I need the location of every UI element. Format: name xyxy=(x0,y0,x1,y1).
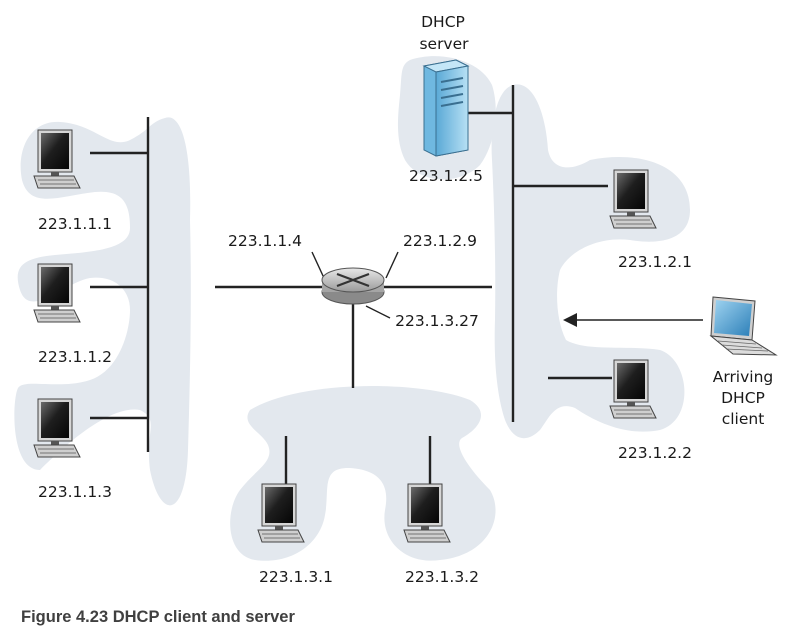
router-interface-1-label: 223.1.1.4 xyxy=(228,232,302,250)
server-label-line2: server xyxy=(419,35,469,53)
host-ip-label: 223.1.1.1 xyxy=(38,215,112,233)
host-ip-label: 223.1.2.1 xyxy=(618,253,692,271)
client-label-line2: DHCP xyxy=(721,389,765,407)
figure-caption: Figure 4.23 DHCP client and server xyxy=(21,608,295,626)
client-label-line3: client xyxy=(722,410,765,428)
server-ip-label: 223.1.2.5 xyxy=(409,167,483,185)
router-icon xyxy=(321,267,385,305)
dhcp-server-icon xyxy=(422,59,470,157)
router-interface-2-label: 223.1.2.9 xyxy=(403,232,477,250)
router-interface-3-label: 223.1.3.27 xyxy=(395,312,479,330)
laptop-icon xyxy=(709,296,778,356)
host-ip-label: 223.1.3.1 xyxy=(259,568,333,586)
client-label-line1: Arriving xyxy=(713,368,774,386)
host-ip-label: 223.1.3.2 xyxy=(405,568,479,586)
server-label-line1: DHCP xyxy=(421,13,465,31)
host-ip-label: 223.1.2.2 xyxy=(618,444,692,462)
host-ip-label: 223.1.1.3 xyxy=(38,483,112,501)
network-links xyxy=(90,85,703,484)
host-ip-label: 223.1.1.2 xyxy=(38,348,112,366)
